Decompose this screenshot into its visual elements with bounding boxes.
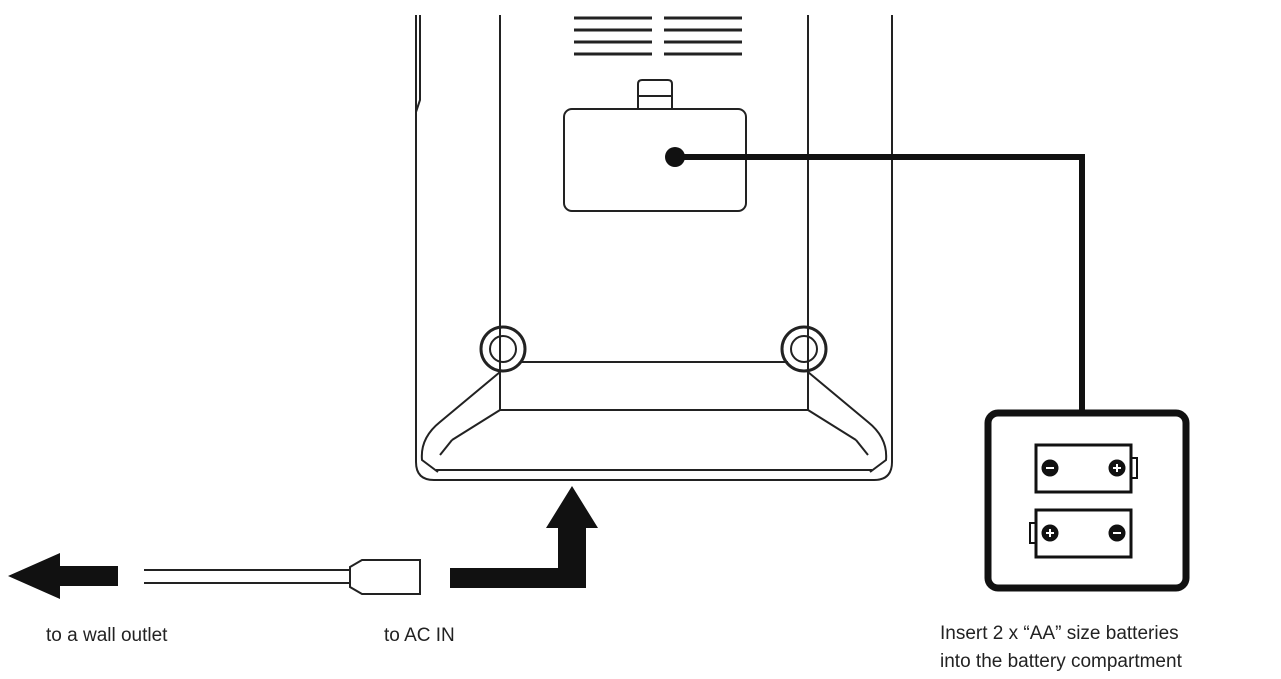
battery-instruction: Insert 2 x “AA” size batteries into the … <box>940 620 1182 676</box>
ac-in-arrow <box>450 486 598 588</box>
battery-instruction-line-2: into the battery compartment <box>940 651 1182 672</box>
battery-cell-1 <box>1034 443 1138 494</box>
wall-outlet-label: to a wall outlet <box>46 625 168 646</box>
vent-grille <box>574 16 742 56</box>
power-cord <box>144 559 421 595</box>
wall-outlet-arrow <box>8 553 118 599</box>
battery-compartment-cover <box>563 79 747 212</box>
device-rear-view <box>415 15 893 481</box>
ac-in-label: to AC IN <box>384 625 455 646</box>
battery-inset-box <box>984 409 1190 592</box>
screw-hole-left <box>479 325 527 373</box>
battery-cell-2 <box>1029 508 1133 559</box>
screw-hole-right <box>780 325 828 373</box>
battery-instruction-line-1: Insert 2 x “AA” size batteries <box>940 623 1179 644</box>
callout-leader-line <box>665 147 1085 412</box>
